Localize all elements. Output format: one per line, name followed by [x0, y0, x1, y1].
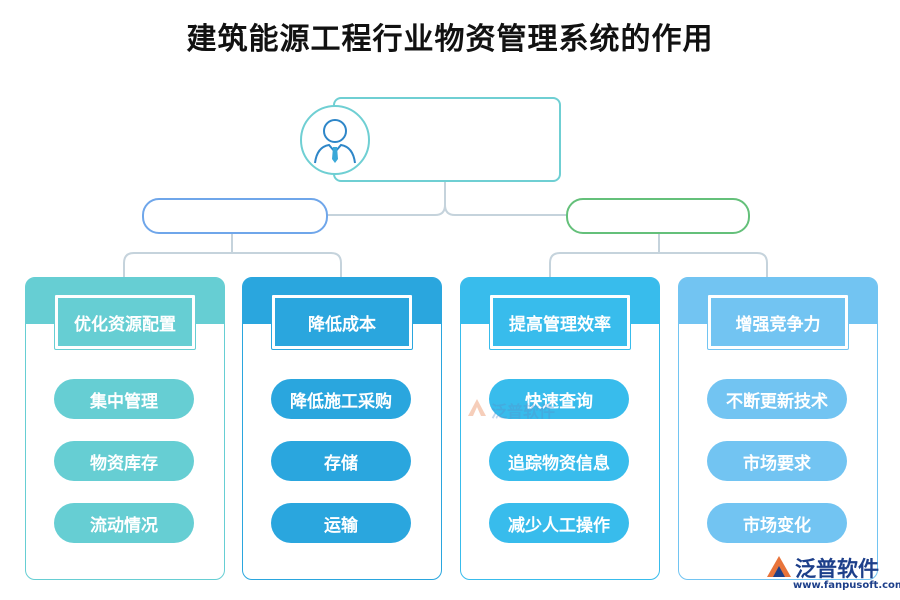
panel-item: 降低施工采购	[271, 379, 411, 419]
connector-left-branch	[123, 252, 342, 278]
panel-item: 物资库存	[54, 441, 194, 481]
watermark: 泛普软件	[465, 396, 565, 426]
column-panel-reduce-cost: 降低成本 降低施工采购 存储 运输	[242, 277, 442, 580]
brand-url: www.fanpusoft.com	[793, 580, 900, 591]
column-panel-enhance-competitiveness: 增强竞争力 不断更新技术 市场要求 市场变化	[678, 277, 878, 580]
root-node	[333, 97, 561, 182]
fanpu-logo-icon	[767, 556, 791, 577]
column-panel-optimize-resources: 优化资源配置 集中管理 物资库存 流动情况	[25, 277, 225, 580]
panel-heading: 增强竞争力	[707, 294, 849, 350]
page-title: 建筑能源工程行业物资管理系统的作用	[186, 22, 714, 57]
panel-item: 不断更新技术	[707, 379, 847, 419]
branch-node-right	[566, 198, 750, 234]
brand-name: 泛普软件	[795, 557, 879, 581]
panel-item: 集中管理	[54, 379, 194, 419]
panel-item: 市场变化	[707, 503, 847, 543]
panel-item: 存储	[271, 441, 411, 481]
panel-heading: 提高管理效率	[489, 294, 631, 350]
connector-right-branch	[549, 252, 768, 278]
panel-item: 快速查询	[489, 379, 629, 419]
panel-item: 流动情况	[54, 503, 194, 543]
panel-heading: 优化资源配置	[54, 294, 196, 350]
panel-item: 减少人工操作	[489, 503, 629, 543]
panel-heading: 降低成本	[271, 294, 413, 350]
connector-root-left	[324, 180, 446, 216]
person-avatar-icon	[300, 105, 370, 175]
panel-item: 市场要求	[707, 441, 847, 481]
panel-item: 追踪物资信息	[489, 441, 629, 481]
watermark-text: 泛普软件	[491, 402, 556, 421]
brand-logo: 泛普软件 www.fanpusoft.com	[765, 553, 900, 597]
branch-node-left	[142, 198, 328, 234]
connector-root-right	[444, 204, 566, 216]
column-panel-improve-efficiency: 提高管理效率 快速查询 追踪物资信息 减少人工操作	[460, 277, 660, 580]
panel-item: 运输	[271, 503, 411, 543]
fanpu-logo-icon	[468, 399, 486, 416]
